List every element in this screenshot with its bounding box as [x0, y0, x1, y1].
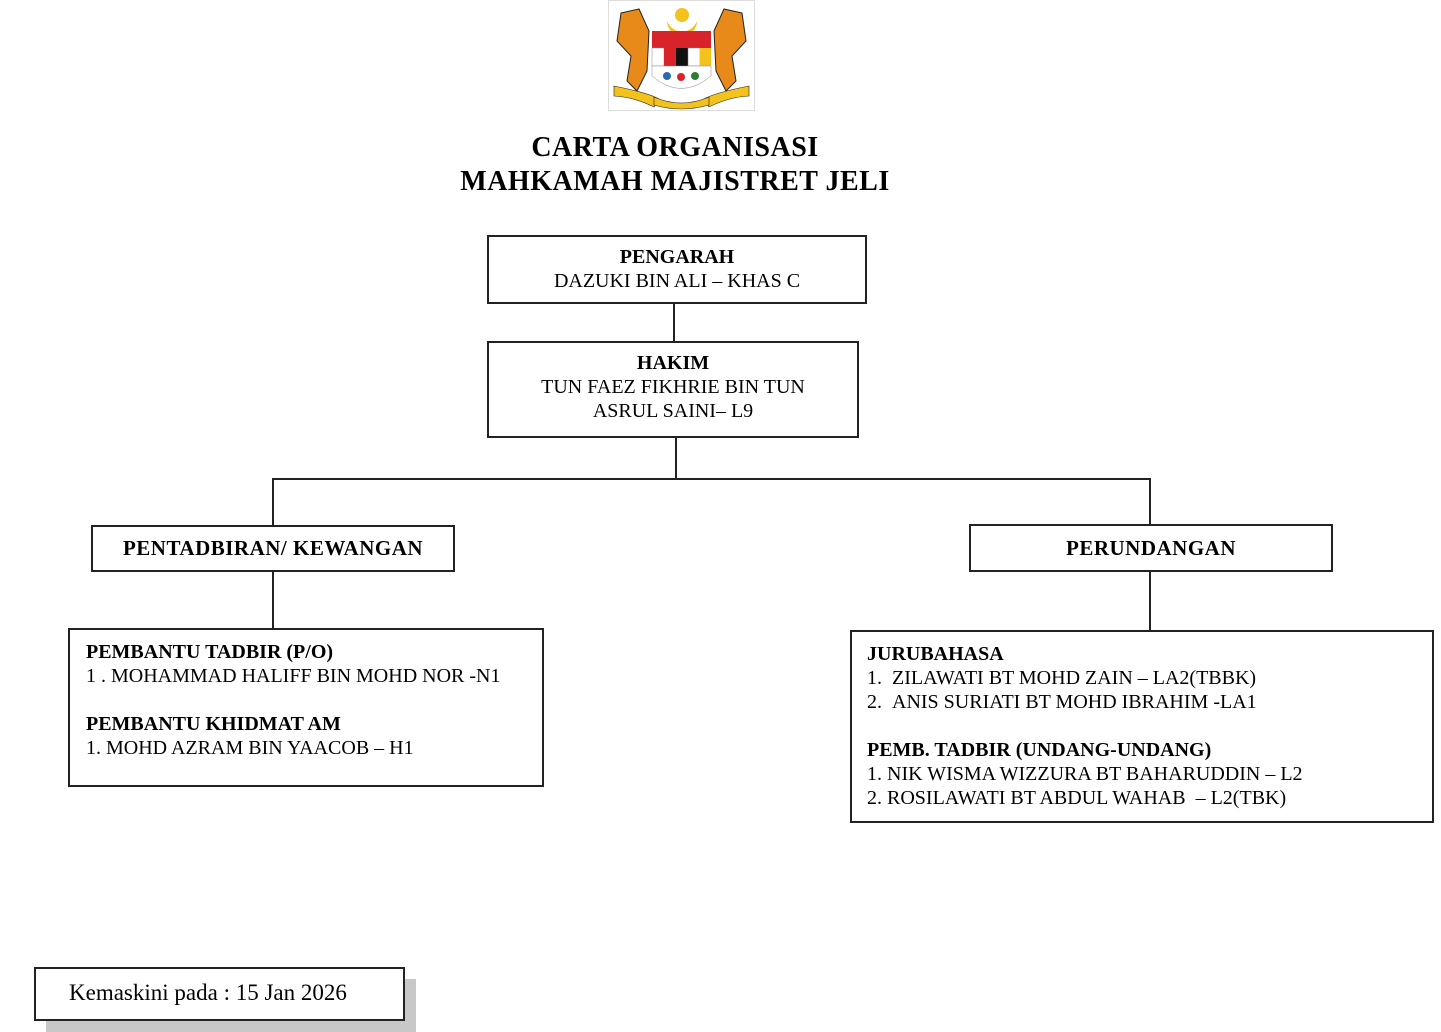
connector	[272, 478, 274, 526]
staff-member: 1. NIK WISMA WIZZURA BT BAHARUDDIN – L2	[867, 763, 1303, 785]
hakim-name-line2: ASRUL SAINI– L9	[592, 400, 754, 422]
connector	[673, 303, 675, 341]
pengarah-name: DAZUKI BIN ALI – KHAS C	[553, 270, 801, 292]
coat-of-arms-logo	[608, 0, 755, 111]
group-role: PEMBANTU TADBIR (P/O)	[86, 641, 334, 663]
chart-title-line2: MAHKAMAH MAJISTRET JELI	[460, 166, 890, 197]
connector	[272, 478, 1151, 480]
pengarah-box: PENGARAH DAZUKI BIN ALI – KHAS C	[487, 235, 867, 304]
group-role: PEMB. TADBIR (UNDANG-UNDANG)	[867, 739, 1212, 761]
connector	[675, 437, 677, 479]
hakim-box: HAKIM TUN FAEZ FIKHRIE BIN TUN ASRUL SAI…	[487, 341, 859, 438]
group-role: JURUBAHASA	[867, 643, 1004, 665]
pengarah-role: PENGARAH	[619, 246, 735, 268]
unit-perundangan-title: PERUNDANGAN	[1066, 536, 1236, 560]
unit-pentadbiran-box: PENTADBIRAN/ KEWANGAN	[91, 525, 455, 572]
staff-member: 1. MOHD AZRAM BIN YAACOB – H1	[86, 737, 414, 759]
hakim-role: HAKIM	[636, 352, 710, 374]
chart-title-line1: CARTA ORGANISASI	[531, 132, 819, 163]
perundangan-staff-box: JURUBAHASA 1. ZILAWATI BT MOHD ZAIN – LA…	[850, 630, 1434, 823]
hakim-name-line1: TUN FAEZ FIKHRIE BIN TUN	[541, 376, 805, 398]
unit-pentadbiran-title: PENTADBIRAN/ KEWANGAN	[122, 536, 424, 560]
pentadbiran-staff-box: PEMBANTU TADBIR (P/O) 1 . MOHAMMAD HALIF…	[68, 628, 544, 787]
staff-member: 2. ANIS SURIATI BT MOHD IBRAHIM -LA1	[867, 691, 1257, 713]
group-role: PEMBANTU KHIDMAT AM	[86, 713, 341, 735]
connector	[272, 570, 274, 629]
connector	[1149, 570, 1151, 631]
updated-date-box: Kemaskini pada : 15 Jan 2026	[34, 967, 405, 1021]
connector	[1149, 478, 1151, 525]
staff-member: 2. ROSILAWATI BT ABDUL WAHAB – L2(TBK)	[867, 787, 1287, 809]
updated-date: Kemaskini pada : 15 Jan 2026	[69, 980, 347, 1005]
unit-perundangan-box: PERUNDANGAN	[969, 524, 1333, 572]
staff-member: 1 . MOHAMMAD HALIFF BIN MOHD NOR -N1	[86, 665, 501, 687]
staff-member: 1. ZILAWATI BT MOHD ZAIN – LA2(TBBK)	[867, 667, 1257, 689]
